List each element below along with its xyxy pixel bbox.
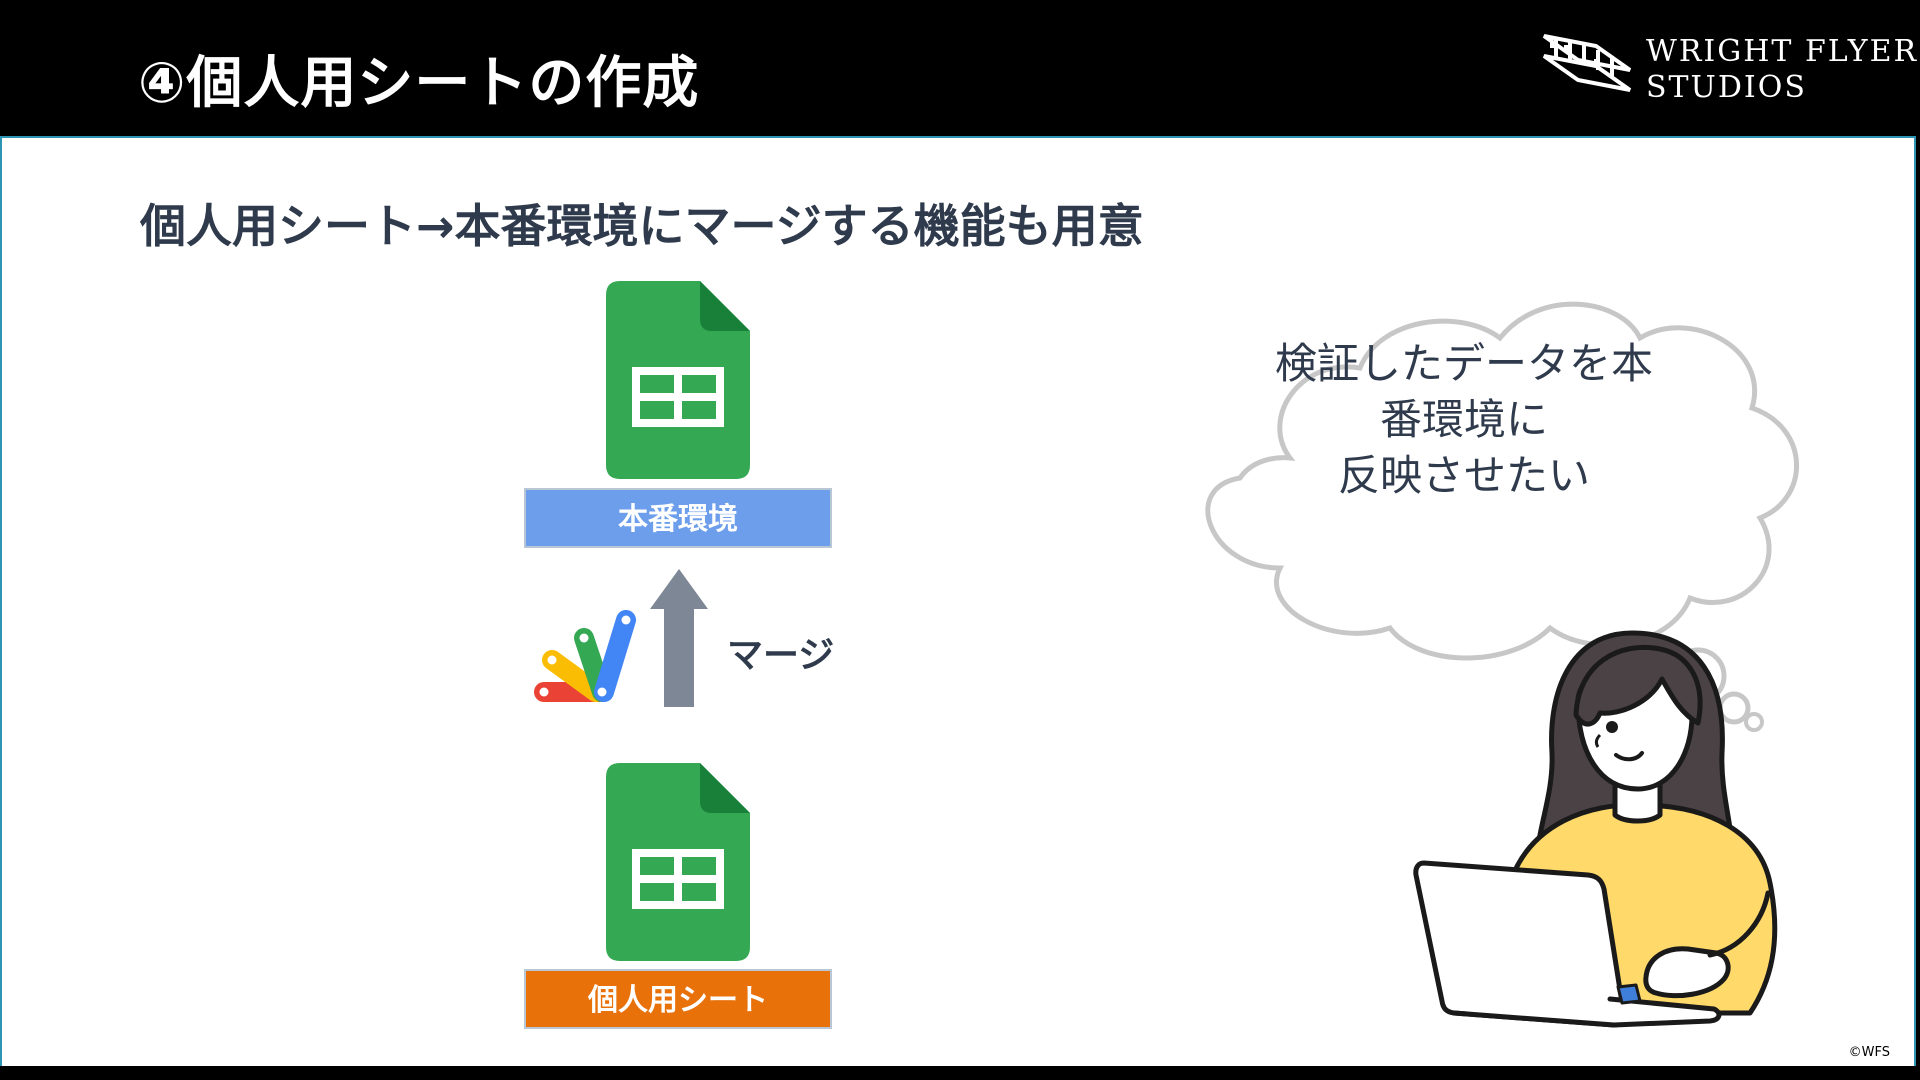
- thought-text: 検証したデータを本 番環境に 反映させたい: [1234, 336, 1694, 504]
- logo-line-2: STUDIOS: [1646, 70, 1807, 105]
- personal-sheet-label: 個人用シート: [524, 969, 832, 1029]
- biplane-logo-icon: [1542, 34, 1632, 92]
- merge-label: マージ: [727, 635, 835, 676]
- slide-content: 個人用シート→本番環境にマージする機能も用意 本番環境 マージ: [0, 136, 1916, 1066]
- thought-line-3: 反映させたい: [1337, 451, 1590, 500]
- woman-laptop-illustration: [1413, 630, 1778, 1028]
- company-logo: WRIGHT FLYER STUDIOS: [1536, 26, 1916, 112]
- logo-text: WRIGHT FLYER STUDIOS: [1646, 34, 1918, 106]
- sheets-icon: [606, 281, 750, 479]
- logo-line-1: WRIGHT FLYER: [1646, 34, 1919, 69]
- sheets-icon: [606, 763, 750, 961]
- production-label: 本番環境: [524, 488, 832, 548]
- slide-title: ④個人用シートの作成: [138, 51, 700, 116]
- thought-cloud-icon: [1205, 301, 1799, 732]
- apps-script-icon: [534, 610, 636, 702]
- slide-subtitle: 個人用シート→本番環境にマージする機能も用意: [140, 199, 1144, 253]
- copyright: ©WFS: [1848, 1045, 1890, 1060]
- slide-header: ④個人用シートの作成 WRIGHT FLYER STUDIOS: [0, 0, 1920, 136]
- thought-line-2: 番環境に: [1379, 395, 1548, 444]
- thought-line-1: 検証したデータを本: [1274, 339, 1653, 388]
- up-arrow-icon: [650, 569, 708, 707]
